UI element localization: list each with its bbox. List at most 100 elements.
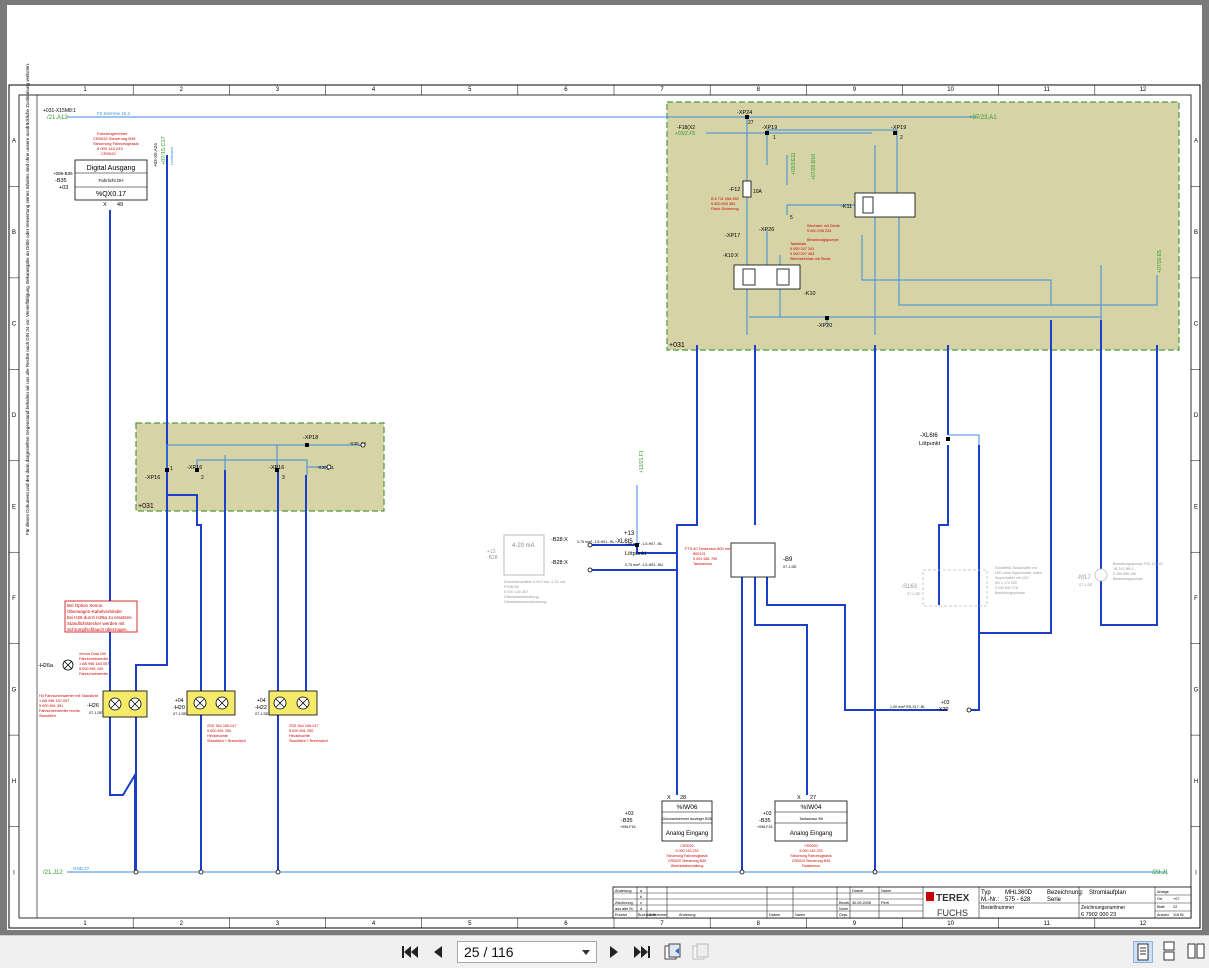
- iw04-loc: +096-F16: [757, 825, 772, 829]
- option-note-3: bei H26 durch H26a zu ersetzen.: [67, 615, 133, 620]
- xp26-label: -XP26: [759, 227, 774, 233]
- ref-top-text: +07/15.C17: [161, 136, 167, 165]
- prev-page-button[interactable]: [430, 940, 446, 964]
- iw06-addr: %IW06: [677, 804, 698, 811]
- f18-label: -F18(X2: [677, 125, 695, 131]
- iw06-note-3: Steuerung Fahrzeugbasis: [666, 854, 707, 858]
- column-label-5-top: 5: [468, 87, 472, 93]
- iw04-title: Analog Eingang: [790, 831, 832, 837]
- continuous-view-button[interactable]: [1160, 941, 1180, 963]
- go-back-view-button[interactable]: [662, 940, 684, 964]
- iw04-pin-x: X: [797, 795, 801, 801]
- h22-note-4: Standlicht + Bremslicht: [289, 739, 329, 743]
- iw06-loc: +096-F16: [620, 825, 635, 829]
- bearb-date: 30.09.2005: [852, 901, 871, 905]
- ref-top-sub: Lichtkabel: [169, 147, 174, 165]
- x29-pre: +03: [941, 700, 950, 706]
- lamp-h20: +04 -H20 07.1.DE 2SD 344 169-017 5 000 8…: [173, 690, 247, 743]
- lamp-h26a: -H26a Xenon Dual 100 Fahrscheinwerfer 1 …: [38, 652, 109, 676]
- xl6t5-tag: -XL6t5: [615, 539, 633, 545]
- m17-note-2: 1B 24V BB-1: [1113, 567, 1134, 571]
- option-note-2: Oberwagen-Kabelverbinder: [67, 609, 123, 614]
- b9-loc: 07.1.DE: [783, 565, 797, 569]
- h22-note-1: 2SD 344 169-017: [289, 724, 319, 728]
- k10-note-1: Tastrelais: [790, 242, 806, 246]
- anzahl-value: 116 Bl.: [1173, 913, 1185, 917]
- s163-loc: 07.1.DE: [907, 592, 921, 596]
- digital-output-pin-no: 49: [117, 202, 123, 208]
- zeich-value: 6 7902 000 23: [1081, 912, 1116, 918]
- k10-label: -K10: [804, 291, 816, 297]
- h26-note-2: 1 AB 996 157-097: [39, 699, 69, 703]
- row-label-H-right: H: [1194, 779, 1198, 785]
- iw06-note-2: 5 000 143 233: [676, 849, 699, 853]
- bearb-label: Bearb.: [839, 901, 850, 905]
- box-top-label: +031: [669, 342, 685, 349]
- xp19a-pin: 1: [773, 135, 776, 141]
- column-label-2-bottom: 2: [180, 921, 184, 927]
- row-label-C-right: C: [1194, 322, 1199, 328]
- option-note-4: Standlichtstecker werden mit: [67, 621, 125, 626]
- last-page-button[interactable]: [632, 940, 652, 964]
- sensor-b28: +13 -B28 4-20 mA Drucktransmitter 0-400 …: [487, 534, 664, 604]
- rev-header-1: Buchstabe: [638, 913, 656, 917]
- first-page-button[interactable]: [400, 940, 420, 964]
- column-label-1-top: 1: [83, 87, 87, 93]
- wires-thin: [166, 117, 1158, 545]
- option-note: Bei Option Xenon Oberwagen-Kabelverbinde…: [64, 600, 138, 633]
- zeich-label: Zeichnungsnummer: [1081, 905, 1126, 911]
- h20-note-2: 5 000 891 250: [207, 729, 231, 733]
- s163-note-5: 5 000 640 078: [995, 586, 1018, 590]
- rev-row-4-label: Zeichnung: [615, 901, 633, 905]
- single-page-view-button[interactable]: [1133, 941, 1153, 963]
- solder-point-xl6t5: +13 -XL6t5 Lötpunkt +13/21.F1: [615, 450, 647, 557]
- s163-note-2: LED ohne Kippschalter unten: [995, 571, 1042, 575]
- rev-header-4: Datum: [769, 913, 780, 917]
- sensor-b9: -B9 07.1.DE FTS-40 Tankensor-800 mm 8001…: [625, 542, 797, 578]
- row-label-D-right: D: [1194, 413, 1199, 419]
- viewer-toolbar: 25 / 116: [0, 935, 1209, 968]
- ort-label: Ort: [1157, 897, 1163, 901]
- digital-output-sub: Fahrlicht DH: [98, 178, 123, 183]
- go-forward-view-button[interactable]: [690, 940, 712, 964]
- rev-header-3: Änderung: [679, 913, 695, 917]
- xp16-pin-1: 1: [170, 466, 173, 472]
- rev-row-2-letter: b: [640, 895, 642, 899]
- xp18-label: -XP18: [303, 435, 318, 441]
- s163-tag: -S163: [901, 584, 918, 590]
- top-ref-2: +07/20.D10: [811, 154, 817, 180]
- row-label-C-left: C: [12, 322, 17, 328]
- bottom-junctions: [133, 869, 878, 875]
- h22-pre: +04: [257, 698, 266, 704]
- rev-row-3-letter: c: [640, 901, 642, 905]
- next-page-button[interactable]: [606, 940, 622, 964]
- digital-output-module: Digital Ausgang Fahrlicht DH %QX0.17 +09…: [53, 131, 148, 208]
- column-label-8-bottom: 8: [757, 921, 761, 927]
- s163-note-1: Schaltfeld-Tastschalter mit: [995, 566, 1037, 570]
- xl6t5-label: Lötpunkt: [625, 551, 647, 557]
- h22-note-3: Heckleuchte: [289, 734, 310, 738]
- column-label-2-top: 2: [180, 87, 184, 93]
- chevron-down-icon: [582, 950, 590, 955]
- h26-note-1: H4 Fahrscheinwerfer mit Standlicht: [39, 694, 99, 698]
- rev-header-2: Ä-Nummer: [649, 913, 668, 917]
- top-ref-3: +07/20.E5: [1157, 250, 1163, 273]
- k10-note-3: 5 000 207 463: [790, 252, 814, 256]
- rail-bottom-right-ref: /23.J1: [1152, 870, 1169, 876]
- page-number-select[interactable]: 25 / 116: [457, 941, 597, 963]
- iw06-note-5: Überlastabschaltung: [671, 864, 704, 868]
- m17-note-4: Betankungspumpe: [1113, 577, 1143, 581]
- iw06-note-1: CR0020: [680, 844, 693, 848]
- b9-note-4: Tanksensor: [693, 562, 713, 566]
- iw06-note-4: CR0020 Steuerung B35: [668, 859, 706, 863]
- b9-note-2: 800121: [693, 552, 706, 556]
- column-label-6-bottom: 6: [564, 921, 568, 927]
- b28-pre: +13: [487, 549, 496, 555]
- lamp-h26: -H26 07.1.DE H4 Fahrscheinwerfer mit Sta…: [39, 690, 148, 718]
- xl6t5-ref: +13/21.F1: [639, 450, 645, 473]
- row-label-B-right: B: [1194, 230, 1198, 236]
- facing-view-button[interactable]: [1187, 941, 1205, 963]
- m17-tag: -M17: [1077, 575, 1091, 581]
- column-label-9-top: 9: [853, 87, 857, 93]
